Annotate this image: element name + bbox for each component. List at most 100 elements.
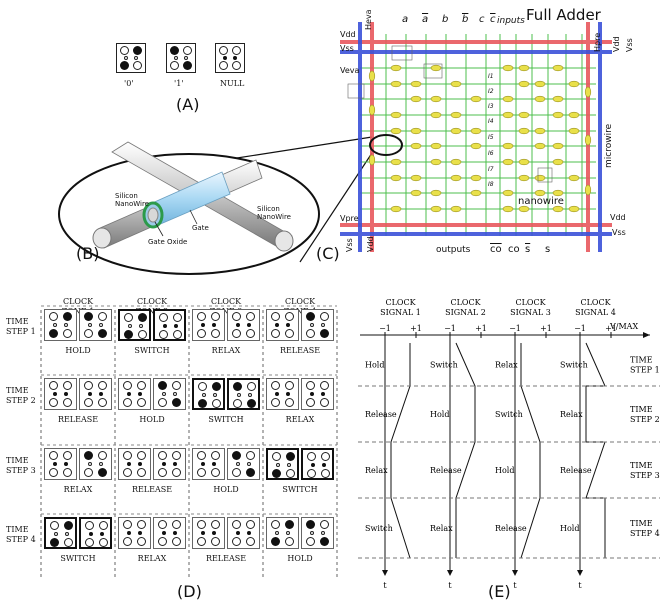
- cell-dot: [157, 397, 167, 407]
- input-a: a: [402, 14, 409, 25]
- row-label-i8: I8: [488, 181, 494, 188]
- cell-dot: [211, 467, 221, 477]
- row-label-i7: I7: [488, 166, 494, 173]
- transistor-device: [568, 80, 580, 88]
- cell-dot: [122, 381, 132, 391]
- cell-dot: [63, 328, 73, 338]
- cell-dot: [271, 452, 281, 462]
- cell-dot: [174, 56, 179, 60]
- cell-dot: [246, 328, 256, 338]
- phase-label: RELEASE: [57, 415, 99, 424]
- cell-dot: [137, 392, 142, 396]
- cell-dot: [172, 467, 182, 477]
- cell-dot: [173, 324, 178, 328]
- cell-dot: [183, 56, 188, 60]
- cell-dot: [63, 381, 73, 391]
- cell-dot: [172, 536, 182, 546]
- cell-dot: [211, 451, 221, 461]
- cell-dot: [49, 537, 59, 547]
- transistor-device: [470, 142, 482, 150]
- cell-dot: [196, 451, 206, 461]
- transistor-device: [552, 158, 564, 166]
- cell-dot: [306, 468, 316, 478]
- cell-dot: [128, 324, 133, 328]
- clock-cell: [192, 448, 225, 480]
- cell-dot: [157, 536, 167, 546]
- cell-dot: [305, 381, 315, 391]
- cell-dot: [120, 61, 130, 71]
- transistor-device: [470, 189, 482, 197]
- cell-dot: [212, 398, 222, 408]
- panel-e-label: (E): [488, 582, 511, 601]
- cell-dot: [63, 467, 73, 477]
- transistor-device: [390, 158, 402, 166]
- transistor-device: [534, 80, 546, 88]
- cell-dot: [99, 537, 109, 547]
- cell-dot: [163, 324, 168, 328]
- transistor-device: [518, 205, 530, 213]
- transistor-device: [502, 64, 514, 72]
- cell-dot: [63, 397, 73, 407]
- cell-dot: [285, 392, 290, 396]
- caption-one: '1': [174, 79, 184, 88]
- phase-label: RELAX: [211, 346, 241, 355]
- cell-dot: [172, 531, 177, 535]
- cell-dot: [246, 536, 256, 546]
- cell-dot: [231, 312, 241, 322]
- cell-dot: [236, 323, 241, 327]
- cell-dot: [320, 397, 330, 407]
- clock-cell: [153, 309, 186, 341]
- cell-dot: [305, 312, 315, 322]
- cell-dot: [310, 392, 315, 396]
- cell-dot: [63, 312, 73, 322]
- transistor-device: [502, 205, 514, 213]
- clock-cell: [153, 378, 186, 410]
- cell-dot: [320, 323, 325, 327]
- cell-dot: [321, 452, 331, 462]
- transistor-device: [518, 64, 530, 72]
- cell-dot: [98, 462, 103, 466]
- clock-cell: [192, 517, 225, 549]
- cell-dot: [127, 462, 132, 466]
- cell-dot: [320, 520, 330, 530]
- clock-cell: [227, 448, 260, 480]
- transistor-device: [430, 189, 442, 197]
- transistor-device: [568, 111, 580, 119]
- transistor-device: [552, 189, 564, 197]
- cell-dot: [48, 328, 58, 338]
- cell-dot: [246, 323, 251, 327]
- cell-dot: [211, 328, 221, 338]
- cell-dot: [231, 467, 241, 477]
- clock-cell: [44, 517, 77, 549]
- cell-dot: [246, 467, 256, 477]
- cell-dot: [211, 323, 216, 327]
- cell-dot: [83, 467, 93, 477]
- cell-dot: [196, 328, 206, 338]
- clock-cell: [153, 448, 186, 480]
- transistor-device: [390, 80, 402, 88]
- cell-dot: [122, 520, 132, 530]
- clock-cell: [44, 378, 77, 410]
- cell-dot: [305, 328, 315, 338]
- cell-dot: [157, 467, 167, 477]
- cell-dot: [236, 531, 241, 535]
- cell-dot: [162, 531, 167, 535]
- cell-dot: [305, 520, 315, 530]
- cell-dot: [285, 323, 290, 327]
- cell-dot: [173, 313, 183, 323]
- cell-dot: [275, 531, 280, 535]
- cell-dot: [122, 536, 132, 546]
- cell-dot: [172, 520, 182, 530]
- cell-dot: [172, 451, 182, 461]
- cell-dot: [286, 463, 291, 467]
- cell-dot: [285, 381, 295, 391]
- clock-cell: [266, 448, 299, 480]
- transistor-devices: [368, 64, 592, 213]
- cell-dot: [64, 521, 74, 531]
- cell-dot: [63, 392, 68, 396]
- cell-dot: [158, 313, 168, 323]
- cell-dot: [48, 451, 58, 461]
- cell-dot: [305, 536, 315, 546]
- cell-dot: [54, 532, 59, 536]
- cell-dot: [310, 531, 315, 535]
